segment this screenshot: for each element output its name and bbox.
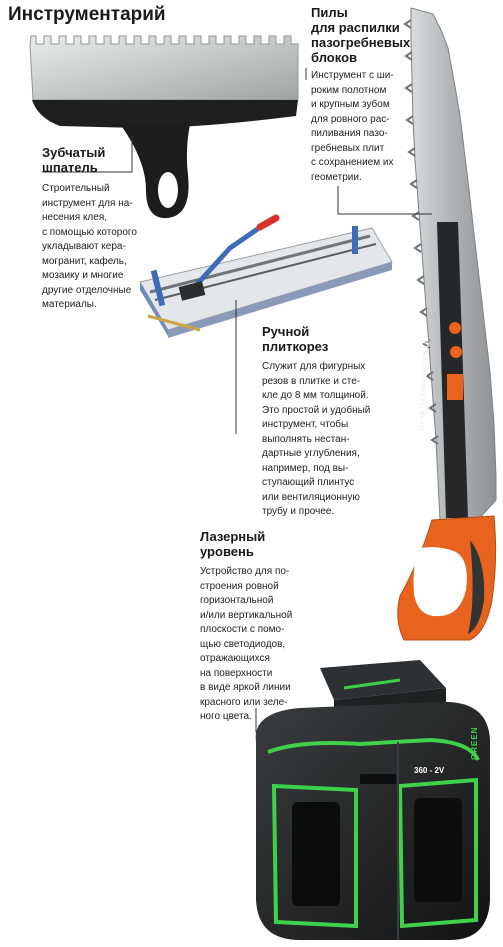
trowel-illustration bbox=[29, 35, 299, 219]
tile-cutter-description: Служит для фигурных резов в плитке и сте… bbox=[262, 361, 371, 517]
trowel-heading: Зубчатый шпатель bbox=[42, 145, 106, 175]
laser-model-label: 360 - 2V bbox=[414, 766, 445, 775]
laser-level-description: Устройство для по- строения ровной гориз… bbox=[200, 566, 293, 722]
laser-green-label: GREEN bbox=[470, 726, 479, 760]
page-title: Инструментарий bbox=[8, 4, 166, 25]
saw-heading: Пилы для распилки пазогребневых блоков bbox=[311, 5, 411, 65]
tile-cutter-heading: Ручной плиткорез bbox=[262, 324, 329, 354]
laser-level-illustration bbox=[255, 660, 490, 940]
laser-level-heading: Лазерный уровень bbox=[200, 529, 266, 559]
trowel-description: Строительный инструмент для на- несения … bbox=[42, 183, 137, 310]
saw-illustration bbox=[397, 7, 497, 641]
tile-cutter-illustration bbox=[139, 214, 393, 338]
saw-description: Инструмент с ши- роким полотном и крупны… bbox=[311, 70, 394, 183]
callout-lines bbox=[42, 68, 432, 733]
